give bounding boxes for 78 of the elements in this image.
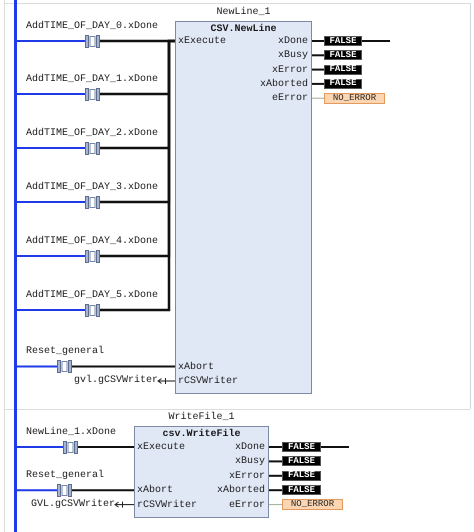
variable-label: Reset_general bbox=[26, 470, 104, 482]
wire bbox=[78, 446, 134, 448]
function-block bbox=[134, 426, 269, 518]
variable-label: AddTIME_OF_DAY_4.xDone bbox=[26, 236, 158, 248]
wire bbox=[17, 40, 85, 42]
pin-label: xError bbox=[228, 470, 265, 483]
wire bbox=[269, 446, 282, 448]
wire bbox=[268, 504, 282, 506]
wire bbox=[72, 366, 175, 368]
contact-icon bbox=[57, 360, 72, 373]
wire bbox=[17, 489, 57, 492]
pin-label: rCSVWriter bbox=[178, 376, 238, 388]
wire bbox=[269, 474, 282, 477]
wire bbox=[17, 147, 85, 149]
pin-label: xError bbox=[272, 64, 308, 77]
contact-icon bbox=[85, 250, 100, 262]
monitor-value: NO_ERROR bbox=[282, 499, 343, 510]
wire bbox=[312, 68, 324, 71]
variable-label: AddTIME_OF_DAY_3.xDone bbox=[26, 182, 158, 194]
wire bbox=[17, 446, 63, 448]
pin-label: xExecute bbox=[137, 442, 186, 454]
power-rail bbox=[14, 0, 17, 532]
wire bbox=[269, 489, 282, 492]
variable-label: GVL.gCSVWriter bbox=[30, 498, 115, 511]
wire bbox=[312, 98, 324, 99]
monitor-value: FALSE bbox=[324, 36, 362, 46]
contact-icon bbox=[57, 484, 72, 497]
wire bbox=[312, 40, 324, 42]
monitor-value: FALSE bbox=[324, 78, 362, 89]
contact-icon bbox=[85, 304, 100, 316]
variable-label: AddTIME_OF_DAY_2.xDone bbox=[26, 128, 158, 140]
contact-icon bbox=[85, 88, 100, 100]
wire bbox=[269, 460, 282, 462]
pin-label: rCSVWriter bbox=[137, 500, 198, 512]
pin-label: xAbort bbox=[178, 362, 214, 374]
contact-icon bbox=[85, 196, 100, 208]
monitor-value: NO_ERROR bbox=[324, 92, 385, 104]
monitor-value: FALSE bbox=[282, 456, 321, 466]
monitor-value: FALSE bbox=[324, 64, 362, 75]
wire bbox=[100, 40, 175, 312]
variable-label: AddTIME_OF_DAY_5.xDone bbox=[26, 290, 158, 302]
pin-label: xBusy bbox=[278, 50, 308, 62]
block-type-label: CSV.NewLine bbox=[210, 24, 276, 36]
variable-label: AddTIME_OF_DAY_1.xDone bbox=[26, 74, 158, 86]
wire bbox=[312, 82, 324, 85]
variable-label: AddTIME_OF_DAY_0.xDone bbox=[26, 20, 158, 32]
instance-name-label: WriteFile_1 bbox=[168, 412, 234, 424]
wire bbox=[17, 366, 57, 368]
pin-label: xBusy bbox=[234, 456, 265, 468]
wire bbox=[72, 489, 134, 492]
pin-label: xDone bbox=[234, 442, 265, 454]
variable-label: Reset_general bbox=[26, 346, 104, 358]
pin-label: xDone bbox=[278, 36, 308, 48]
monitor-value: FALSE bbox=[282, 470, 321, 481]
wire bbox=[362, 40, 390, 42]
variable-label: gvl.gCSVWriter bbox=[74, 375, 158, 387]
contact-icon bbox=[85, 142, 100, 154]
monitor-value: FALSE bbox=[282, 442, 321, 452]
instance-name-label: NewLine_1 bbox=[216, 6, 270, 18]
contact-icon bbox=[85, 34, 100, 48]
function-block bbox=[175, 21, 312, 394]
wire bbox=[312, 54, 324, 56]
wire bbox=[17, 255, 85, 257]
pin-label: xAborted bbox=[260, 78, 308, 91]
wire bbox=[17, 93, 85, 95]
block-type-label: csv.WriteFile bbox=[162, 429, 240, 442]
contact-icon bbox=[63, 440, 78, 454]
pin-label: eError bbox=[272, 93, 308, 106]
pin-label: xAbort bbox=[137, 485, 174, 498]
wire bbox=[17, 309, 85, 311]
variable-label: NewLine_1.xDone bbox=[26, 426, 116, 438]
pin-label: xAborted bbox=[216, 485, 265, 498]
pin-label: eError bbox=[228, 500, 265, 512]
wire bbox=[321, 446, 349, 448]
monitor-value: FALSE bbox=[282, 485, 321, 496]
monitor-value: FALSE bbox=[324, 50, 362, 60]
pin-label: xExecute bbox=[178, 36, 226, 48]
wire bbox=[17, 201, 85, 203]
